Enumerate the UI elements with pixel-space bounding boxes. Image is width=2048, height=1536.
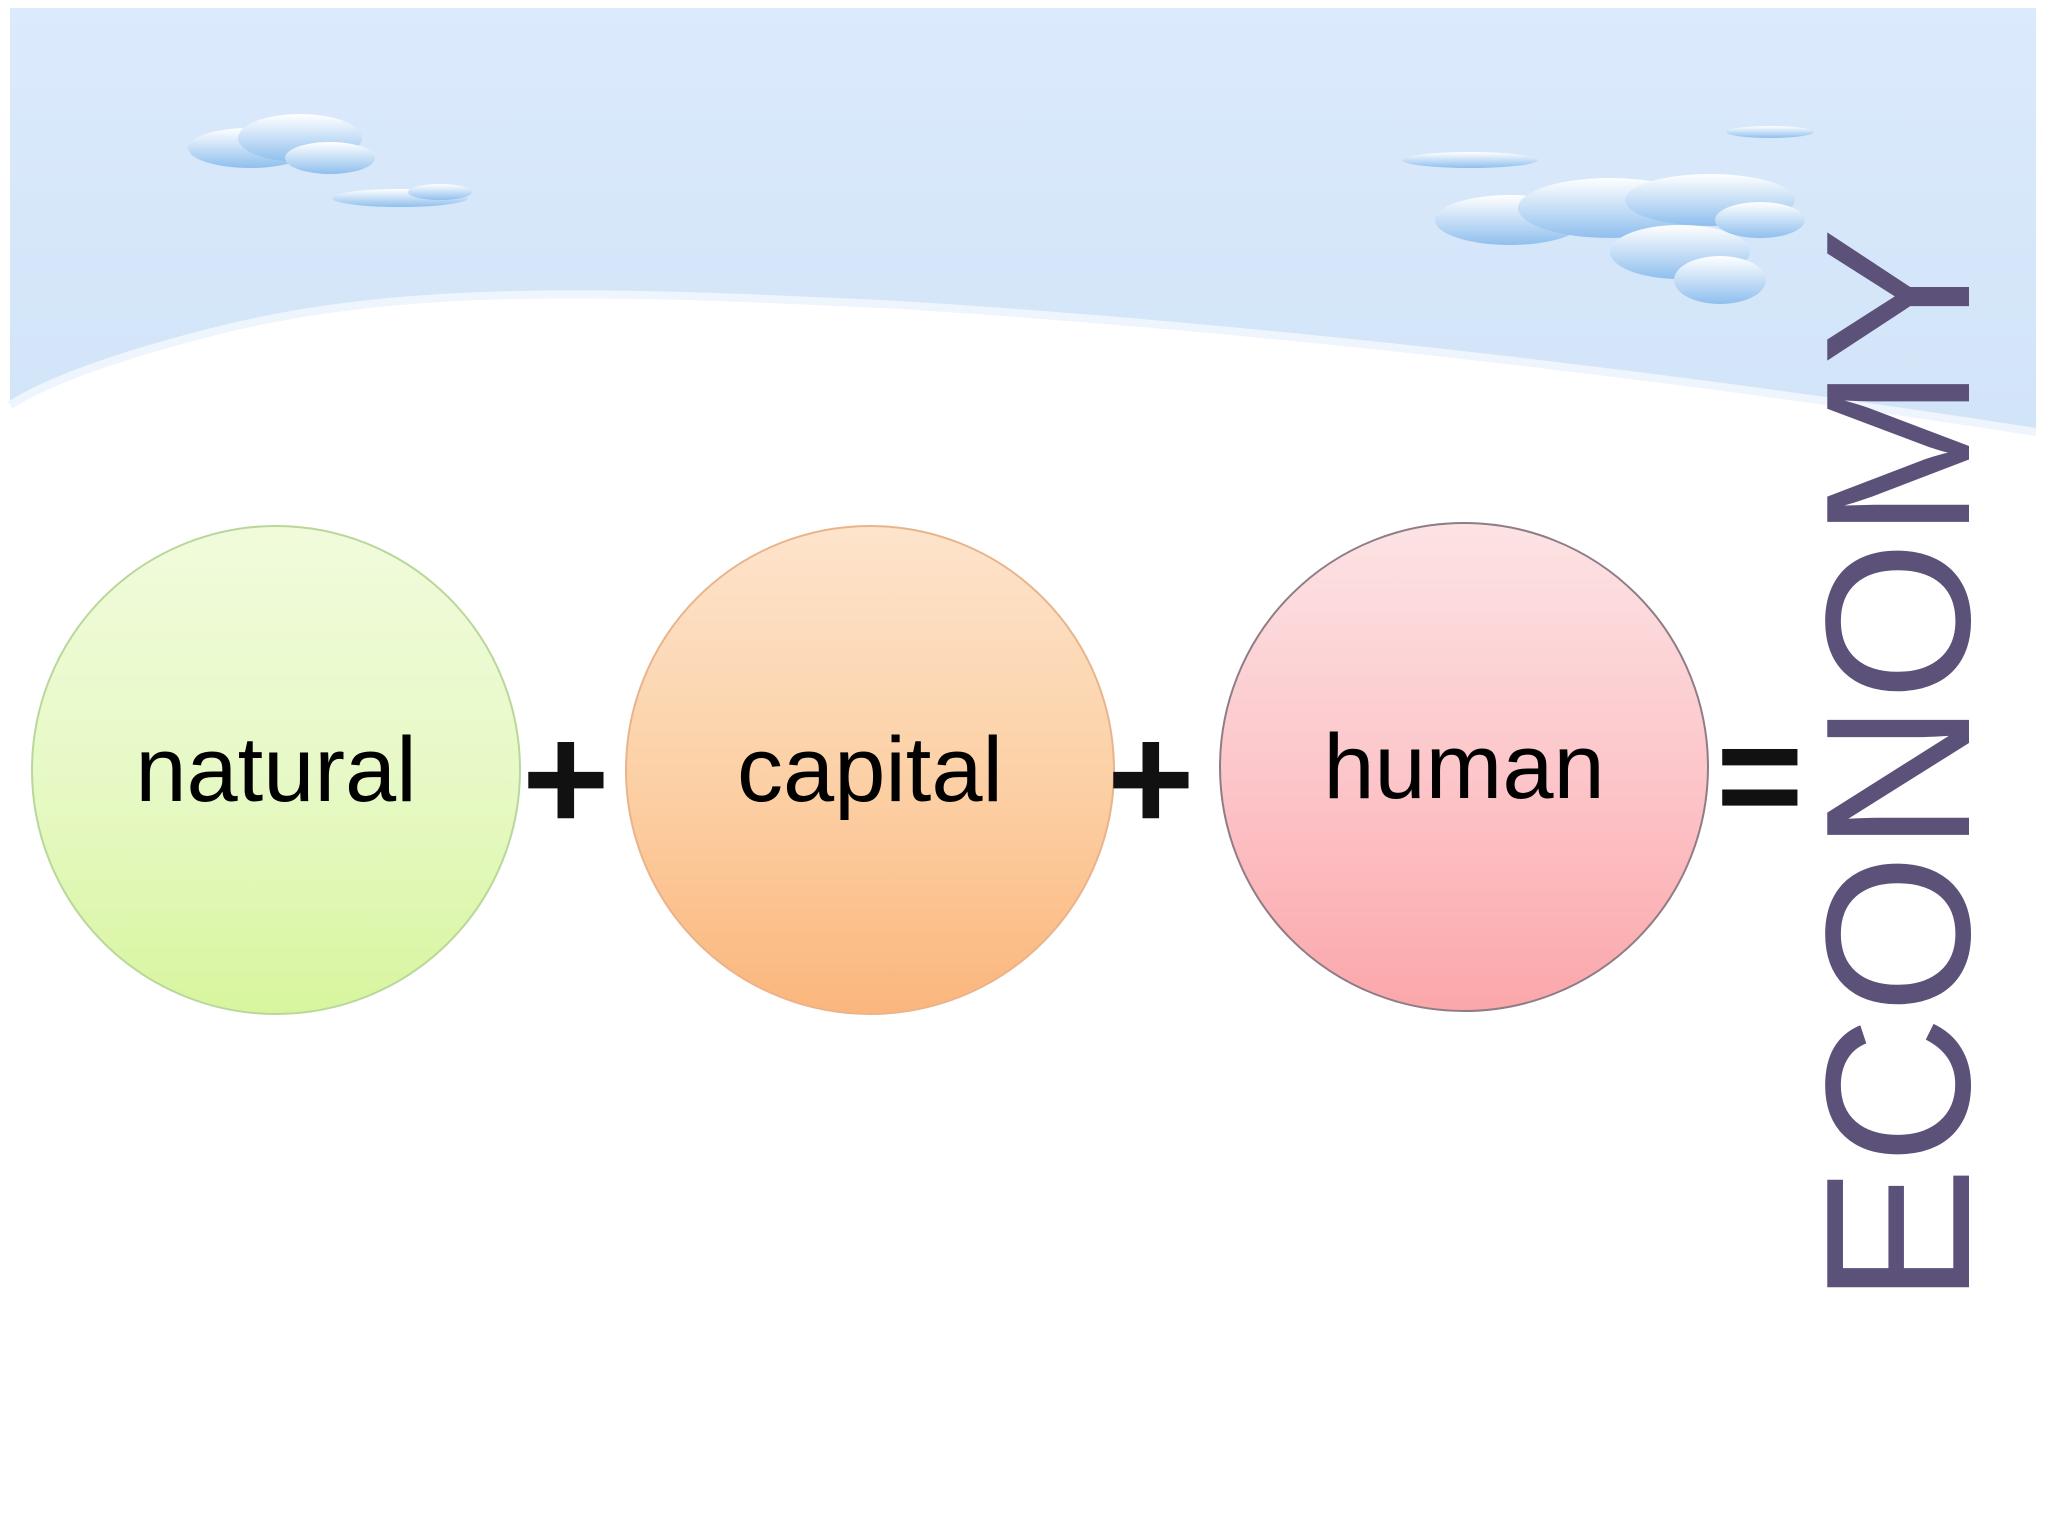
natural-circle: natural — [31, 525, 521, 1015]
economy-label: ECONOMY — [1782, 225, 2013, 1305]
human-circle: human — [1219, 522, 1709, 1012]
sky-background — [7, 8, 2037, 436]
cloud-right-small — [1402, 126, 1814, 168]
cloud-left — [188, 114, 375, 174]
horizon-highlight — [7, 290, 2037, 436]
cloud-right — [1435, 174, 1805, 304]
equals-operator: = — [1716, 691, 1804, 859]
human-label: human — [1323, 716, 1605, 818]
sky-band — [10, 8, 2036, 432]
plus-operator-1: + — [522, 694, 610, 862]
natural-label: natural — [135, 719, 417, 821]
result-container: ECONOMY — [1783, 226, 2013, 1304]
plus-operator-2: + — [1107, 694, 1195, 862]
capital-circle: capital — [625, 525, 1115, 1015]
capital-label: capital — [737, 719, 1003, 821]
cloud-left-small — [332, 184, 472, 207]
